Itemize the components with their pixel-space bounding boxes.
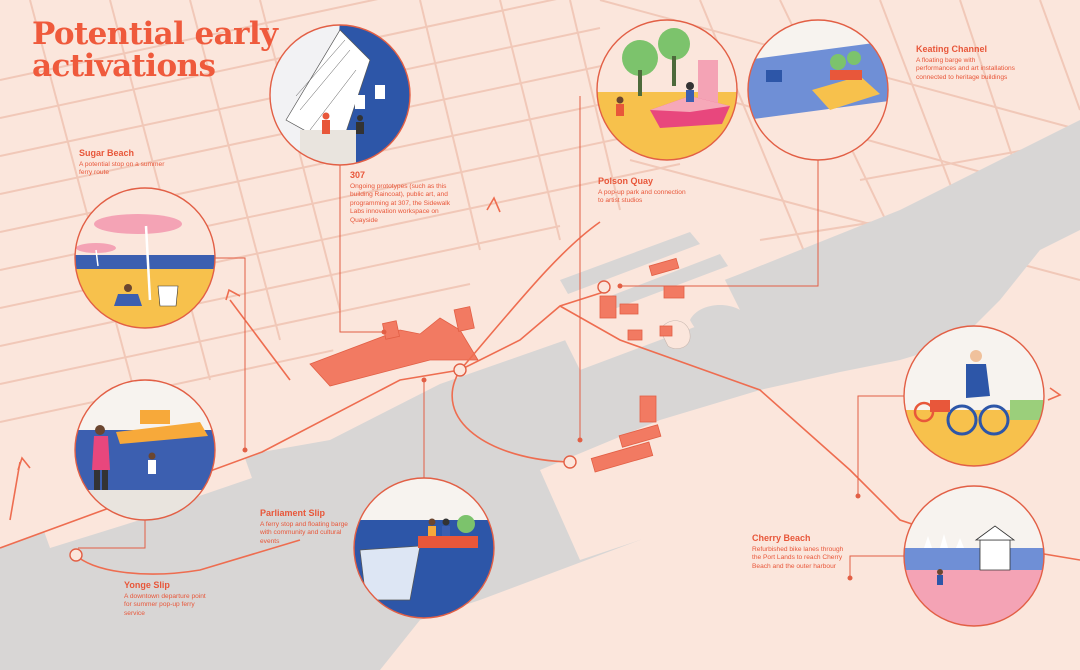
keating-channel-description: A floating barge with performances and a… [916, 57, 1015, 81]
pavilion-building-illustration[interactable] [265, 20, 420, 170]
buildings [309, 257, 685, 473]
keating-channel-label[interactable]: Keating Channel A floating barge with pe… [916, 44, 1016, 82]
parliament-slip-name: Parliament Slip [260, 508, 326, 518]
map-title-line2: activations [32, 48, 216, 84]
sugar-beach-label[interactable]: Sugar Beach A potential stop on a summer… [79, 148, 175, 178]
polson-quay-label[interactable]: Polson Quay A pop-up park and connection… [598, 176, 686, 206]
beach-umbrellas-illustration[interactable] [70, 185, 220, 339]
rowboat-illustration[interactable] [353, 477, 495, 620]
polson-quay-description: A pop-up park and connection to artist s… [598, 189, 686, 205]
map-title-line1: Potential early [32, 16, 278, 52]
307-description: Ongoing prototypes (such as this buildin… [350, 183, 451, 224]
polson-quay-name: Polson Quay [598, 176, 654, 186]
route-arrowheads [17, 196, 1062, 471]
harbour-water [0, 120, 1080, 670]
yonge-slip-name: Yonge Slip [124, 580, 170, 590]
parliament-slip-description: A ferry stop and floating barge with com… [260, 521, 348, 545]
307-name: 307 [350, 170, 366, 180]
cherry-beach-name: Cherry Beach [752, 533, 811, 543]
parliament-slip-label[interactable]: Parliament Slip A ferry stop and floatin… [260, 508, 352, 546]
ferry-illustration[interactable] [74, 379, 225, 530]
leader-lines [78, 96, 904, 578]
river-channel [580, 290, 964, 430]
leader-dots [242, 283, 861, 581]
route-nodes [69, 280, 611, 562]
river-pond [690, 305, 753, 343]
cherry-beach-description: Refurbished bike lanes through the Port … [752, 546, 844, 570]
sugar-beach-description: A potential stop on a summer ferry route [79, 161, 165, 177]
307-label[interactable]: 307 Ongoing prototypes (such as this bui… [350, 170, 460, 225]
map-title: Potential early activations [32, 16, 278, 84]
yonge-slip-label[interactable]: Yonge Slip A downtown departure point fo… [124, 580, 212, 618]
yonge-slip-description: A downtown departure point for summer po… [124, 593, 206, 617]
sugar-beach-name: Sugar Beach [79, 148, 135, 158]
lifeguard-hut-illustration[interactable] [903, 485, 1045, 630]
cherry-beach-label[interactable]: Cherry Beach Refurbished bike lanes thro… [752, 533, 844, 571]
keating-channel-name: Keating Channel [916, 44, 988, 54]
